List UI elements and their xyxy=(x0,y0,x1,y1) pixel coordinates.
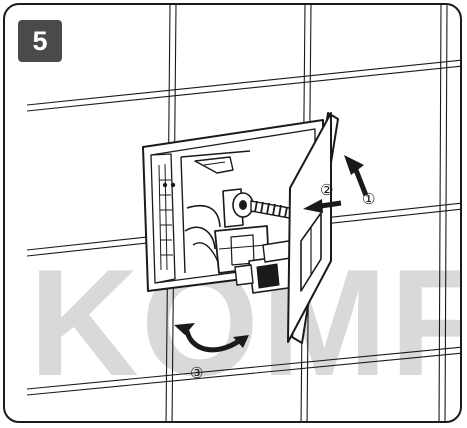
callout-2: ② xyxy=(320,181,333,199)
arrow-1-icon xyxy=(344,155,369,197)
arrow-2-icon xyxy=(303,199,342,213)
step-number-badge: 5 xyxy=(18,20,62,62)
illustration-frame: 5 KOMFO xyxy=(3,3,462,423)
callout-3: ③ xyxy=(190,364,203,382)
cover-panel xyxy=(287,112,339,344)
flush-box xyxy=(142,119,324,294)
callout-1: ① xyxy=(362,190,375,208)
installation-diagram: KOMFO xyxy=(26,5,460,421)
arrow-3-icon xyxy=(174,323,249,353)
